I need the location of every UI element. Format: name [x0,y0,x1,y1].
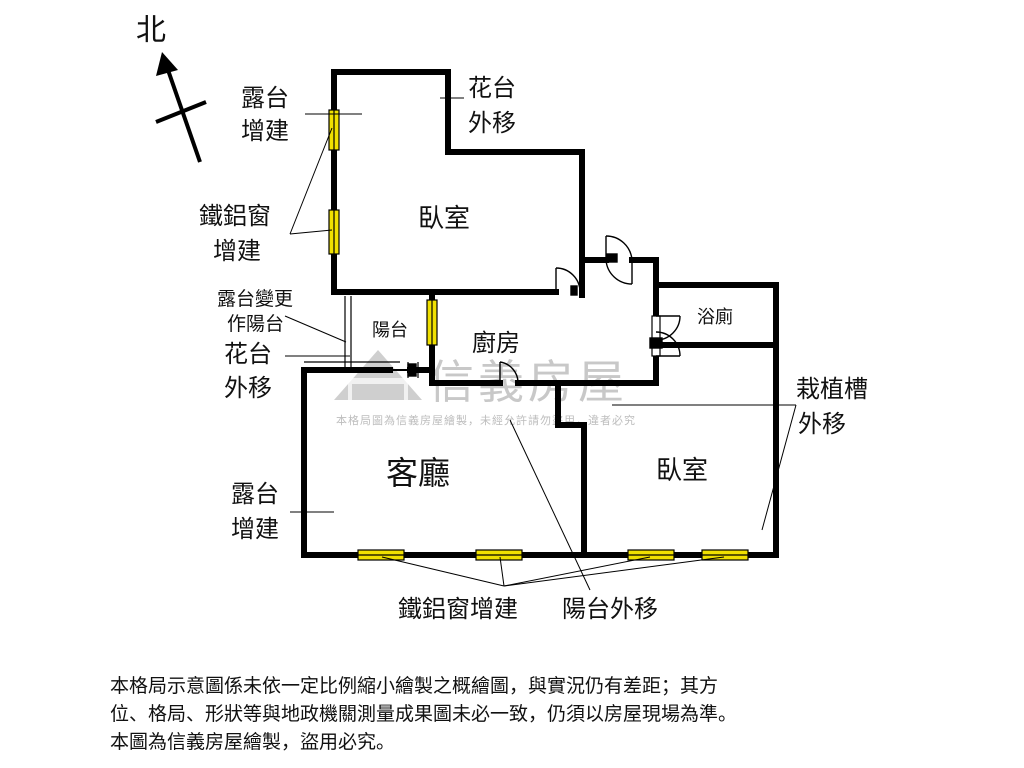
balcony-moved-bottom: 陽台外移 [562,595,658,623]
terrace-addition-top-line2: 增建 [241,117,289,145]
window-addition-left-line2: 增建 [213,237,261,265]
room-living-room: 客廳 [386,454,450,492]
window-icon [426,299,438,346]
window-icon [701,549,749,561]
leader-lines [284,97,797,591]
room-kitchen: 廚房 [472,329,520,357]
window-icon [328,109,340,151]
planter-moved-line1: 栽植槽 [796,375,868,403]
terrace-addition-left-line2: 增建 [231,515,279,543]
window-addition-left-line1: 鐵鋁窗 [199,202,271,230]
annotations: 露台 增建 花台 外移 鐵鋁窗 增建 露台變更 作陽台 花台 外移 露台 增建 … [199,74,868,623]
room-bedroom-top: 臥室 [418,204,470,234]
door-icon [605,235,633,285]
north-label: 北 [136,13,166,48]
disclaimer: 本格局示意圖係未依一定比例縮小繪製之概繪圖，與實況仍有差距；其方 位、格局、形狀… [110,672,930,756]
window-icon [627,549,675,561]
flowerbed-moved-top-line2: 外移 [468,109,516,137]
door-icon [390,363,417,377]
windows [328,109,749,561]
terrace-addition-left-line1: 露台 [231,480,279,508]
flowerbed-moved-top-line1: 花台 [468,74,516,102]
disclaimer-line: 位、格局、形狀等與地政機關測量成果圖未必一致，仍須以房屋現場為準。 [110,703,738,725]
terrace-changed-line2: 作陽台 [227,313,284,335]
door-icon [649,315,681,357]
watermark-notice: 本格局圖為信義房屋繪製，未經允許請勿盜用，違者必究 [336,413,636,427]
flowerbed-moved-left-line2: 外移 [224,374,272,402]
flowerbed-moved-left-line1: 花台 [224,340,272,368]
window-icon [328,209,340,255]
terrace-changed-line1: 露台變更 [217,288,293,310]
room-bathroom: 浴廁 [697,306,733,328]
door-icon [499,361,519,384]
window-icon [475,549,523,561]
door-icon [555,267,581,296]
terrace-addition-top-line1: 露台 [241,84,289,112]
window-icon [357,549,405,561]
disclaimer-line: 本圖為信義房屋繪製，盜用必究。 [110,731,396,753]
watermark-logo-icon [334,350,422,400]
door-swing-icons [390,235,681,384]
room-balcony: 陽台 [372,320,408,341]
room-bedroom-bottom: 臥室 [656,456,708,486]
north-arrow-icon: 北 [136,13,207,163]
room-labels: 臥室 臥室 客廳 廚房 陽台 浴廁 [372,204,733,492]
planter-moved-line2: 外移 [798,410,846,438]
disclaimer-line: 本格局示意圖係未依一定比例縮小繪製之概繪圖，與實況仍有差距；其方 [110,675,719,697]
window-addition-bottom: 鐵鋁窗增建 [398,595,518,623]
